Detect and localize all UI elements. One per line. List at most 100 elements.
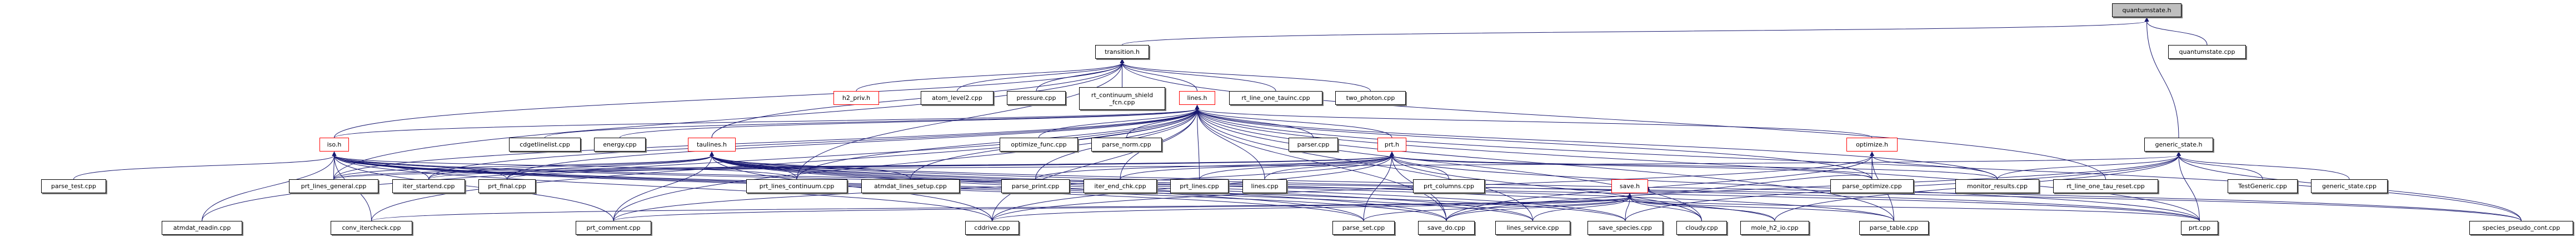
- dependency-edge: [1363, 196, 1630, 221]
- dependency-edge: [1446, 155, 1873, 221]
- graph-node-quantumstate-h[interactable]: quantumstate.h: [2112, 3, 2181, 17]
- graph-node-iter-end-chk[interactable]: iter_end_chk.cpp: [1084, 179, 1157, 193]
- graph-node-prt-lines-general[interactable]: prt_lines_general.cpp: [289, 179, 378, 193]
- graph-node-iter-startend[interactable]: iter_startend.cpp: [392, 179, 465, 193]
- graph-node-rt-cont-shield[interactable]: rt_continuum_shield _fcn.cpp: [1079, 87, 1165, 110]
- dependency-edge: [1197, 108, 1873, 138]
- graph-node-transition-h[interactable]: transition.h: [1095, 45, 1149, 59]
- dependency-edge: [711, 155, 992, 221]
- dependency-edge: [507, 155, 1392, 180]
- graph-node-prt-h[interactable]: prt.h: [1377, 138, 1406, 152]
- graph-node-rt-line-one-tauinc[interactable]: rt_line_one_tauinc.cpp: [1229, 91, 1322, 105]
- graph-node-optimize-h[interactable]: optimize.h: [1846, 138, 1898, 152]
- graph-node-prt-final[interactable]: prt_final.cpp: [478, 179, 536, 193]
- graph-node-optimize-func[interactable]: optimize_func.cpp: [1000, 138, 1078, 152]
- graph-node-cddrive[interactable]: cddrive.cpp: [965, 221, 1019, 235]
- graph-node-parser[interactable]: parser.cpp: [1289, 138, 1338, 152]
- graph-node-prt-comment[interactable]: prt_comment.cpp: [576, 221, 651, 235]
- dependency-edge: [333, 155, 1392, 180]
- graph-node-pressure[interactable]: pressure.cpp: [1007, 91, 1066, 105]
- graph-node-taulines-h[interactable]: taulines.h: [688, 138, 736, 152]
- dependency-edge: [2146, 21, 2208, 46]
- dependency-edge: [1122, 21, 2147, 46]
- graph-node-generic-state-cpp[interactable]: generic_state.cpp: [2311, 179, 2388, 193]
- graph-node-parse-table[interactable]: parse_table.cpp: [1859, 221, 1929, 235]
- dependency-edge: [2146, 21, 2179, 138]
- dependency-edge: [613, 155, 712, 221]
- dependency-edge: [333, 155, 2179, 180]
- dependency-edge: [1197, 108, 1894, 221]
- graph-node-cdgetlinelist[interactable]: cdgetlinelist.cpp: [509, 138, 581, 152]
- graph-node-atom-level2[interactable]: atom_level2.cpp: [921, 91, 994, 105]
- dependency-edge: [620, 108, 1197, 138]
- graph-node-prt-lines[interactable]: prt_lines.cpp: [1170, 179, 1229, 193]
- dependency-edge: [1446, 155, 2179, 221]
- dependency-edge: [507, 108, 1197, 180]
- dependency-edge: [1391, 155, 1873, 180]
- dependency-edge: [371, 108, 1197, 221]
- dependency-edge: [1197, 108, 1200, 180]
- edge-arrowhead: [2176, 152, 2181, 156]
- graph-node-energy[interactable]: energy.cpp: [594, 138, 646, 152]
- graph-node-atmdat-lines-setup[interactable]: atmdat_lines_setup.cpp: [861, 179, 960, 193]
- edge-arrowhead: [1195, 105, 1200, 109]
- graph-node-prt-cpp[interactable]: prt.cpp: [2181, 221, 2218, 235]
- dependency-edge: [1648, 175, 1873, 193]
- graph-node-lines-h[interactable]: lines.h: [1179, 91, 1215, 105]
- dependency-edge: [333, 62, 1122, 180]
- graph-node-save-species[interactable]: save_species.cpp: [1587, 221, 1663, 235]
- dependency-edge: [796, 62, 1122, 180]
- graph-node-two-photon[interactable]: two_photon.cpp: [1335, 91, 1406, 105]
- dependency-edge: [371, 196, 1630, 221]
- dependency-edge: [202, 108, 1197, 221]
- dependency-edge: [334, 155, 614, 221]
- dependency-edge: [1446, 196, 1630, 221]
- dependency-edge: [1122, 62, 1371, 92]
- graph-node-save-h[interactable]: save.h: [1611, 179, 1648, 193]
- graph-node-prt-lines-continuum[interactable]: prt_lines_continuum.cpp: [746, 179, 847, 193]
- graph-node-conv-itercheck[interactable]: conv_itercheck.cpp: [331, 221, 412, 235]
- graph-node-rt-line-one-tau-reset[interactable]: rt_line_one_tau_reset.cpp: [2053, 179, 2158, 193]
- graph-node-parse-set[interactable]: parse_set.cpp: [1332, 221, 1395, 235]
- graph-node-iso-h[interactable]: iso.h: [319, 138, 349, 152]
- dependency-edge: [1871, 155, 1998, 180]
- dependency-edge: [1122, 62, 2106, 180]
- dependency-edge: [1122, 62, 1197, 92]
- dependency-edge: [428, 108, 1197, 180]
- graph-node-atmdat-readin[interactable]: atmdat_readin.cpp: [162, 221, 242, 235]
- graph-node-species-pseudo-cont[interactable]: species_pseudo_cont.cpp: [2469, 221, 2573, 235]
- dependency-edge: [1197, 108, 1392, 138]
- graph-node-parse-optimize[interactable]: parse_optimize.cpp: [1830, 179, 1914, 193]
- dependency-edge: [1197, 108, 2522, 221]
- graph-node-prt-columns[interactable]: prt_columns.cpp: [1413, 179, 1485, 193]
- graph-node-parse-test[interactable]: parse_test.cpp: [41, 179, 106, 193]
- dependency-edge: [73, 155, 335, 180]
- dependency-edge: [1197, 108, 1998, 180]
- dependency-edge: [613, 108, 1197, 221]
- dependency-edge: [711, 62, 1122, 138]
- dependency-edge: [1122, 62, 1276, 92]
- graph-node-testgeneric[interactable]: TestGeneric.cpp: [2228, 179, 2298, 193]
- graph-node-lines-cpp[interactable]: lines.cpp: [1242, 179, 1287, 193]
- graph-node-quantumstate-cpp[interactable]: quantumstate.cpp: [2168, 45, 2246, 59]
- dependency-edge: [428, 155, 712, 180]
- graph-node-parse-norm[interactable]: parse_norm.cpp: [1091, 138, 1162, 152]
- dependency-edge: [1625, 196, 1630, 221]
- graph-node-parse-print[interactable]: parse_print.cpp: [1001, 179, 1070, 193]
- dependency-edge: [1391, 155, 1702, 221]
- graph-node-mole-h2-io[interactable]: mole_h2_io.cpp: [1740, 221, 1809, 235]
- dependency-edge: [334, 62, 1122, 138]
- graph-node-lines-service[interactable]: lines_service.cpp: [1495, 221, 1570, 235]
- dependency-edge: [2178, 155, 2350, 180]
- graph-node-monitor-results[interactable]: monitor_results.cpp: [1955, 179, 2039, 193]
- dependency-edge: [507, 155, 712, 180]
- dependency-edge: [1197, 108, 1265, 180]
- dependency-edge: [1363, 155, 1392, 221]
- graph-node-cloudy[interactable]: cloudy.cpp: [1676, 221, 1727, 235]
- graph-node-save-do[interactable]: save_do.cpp: [1418, 221, 1475, 235]
- dependency-edge: [1629, 196, 1775, 221]
- graph-node-h2-priv-h[interactable]: h2_priv.h: [833, 91, 879, 105]
- graph-node-generic-state-h[interactable]: generic_state.h: [2144, 138, 2213, 152]
